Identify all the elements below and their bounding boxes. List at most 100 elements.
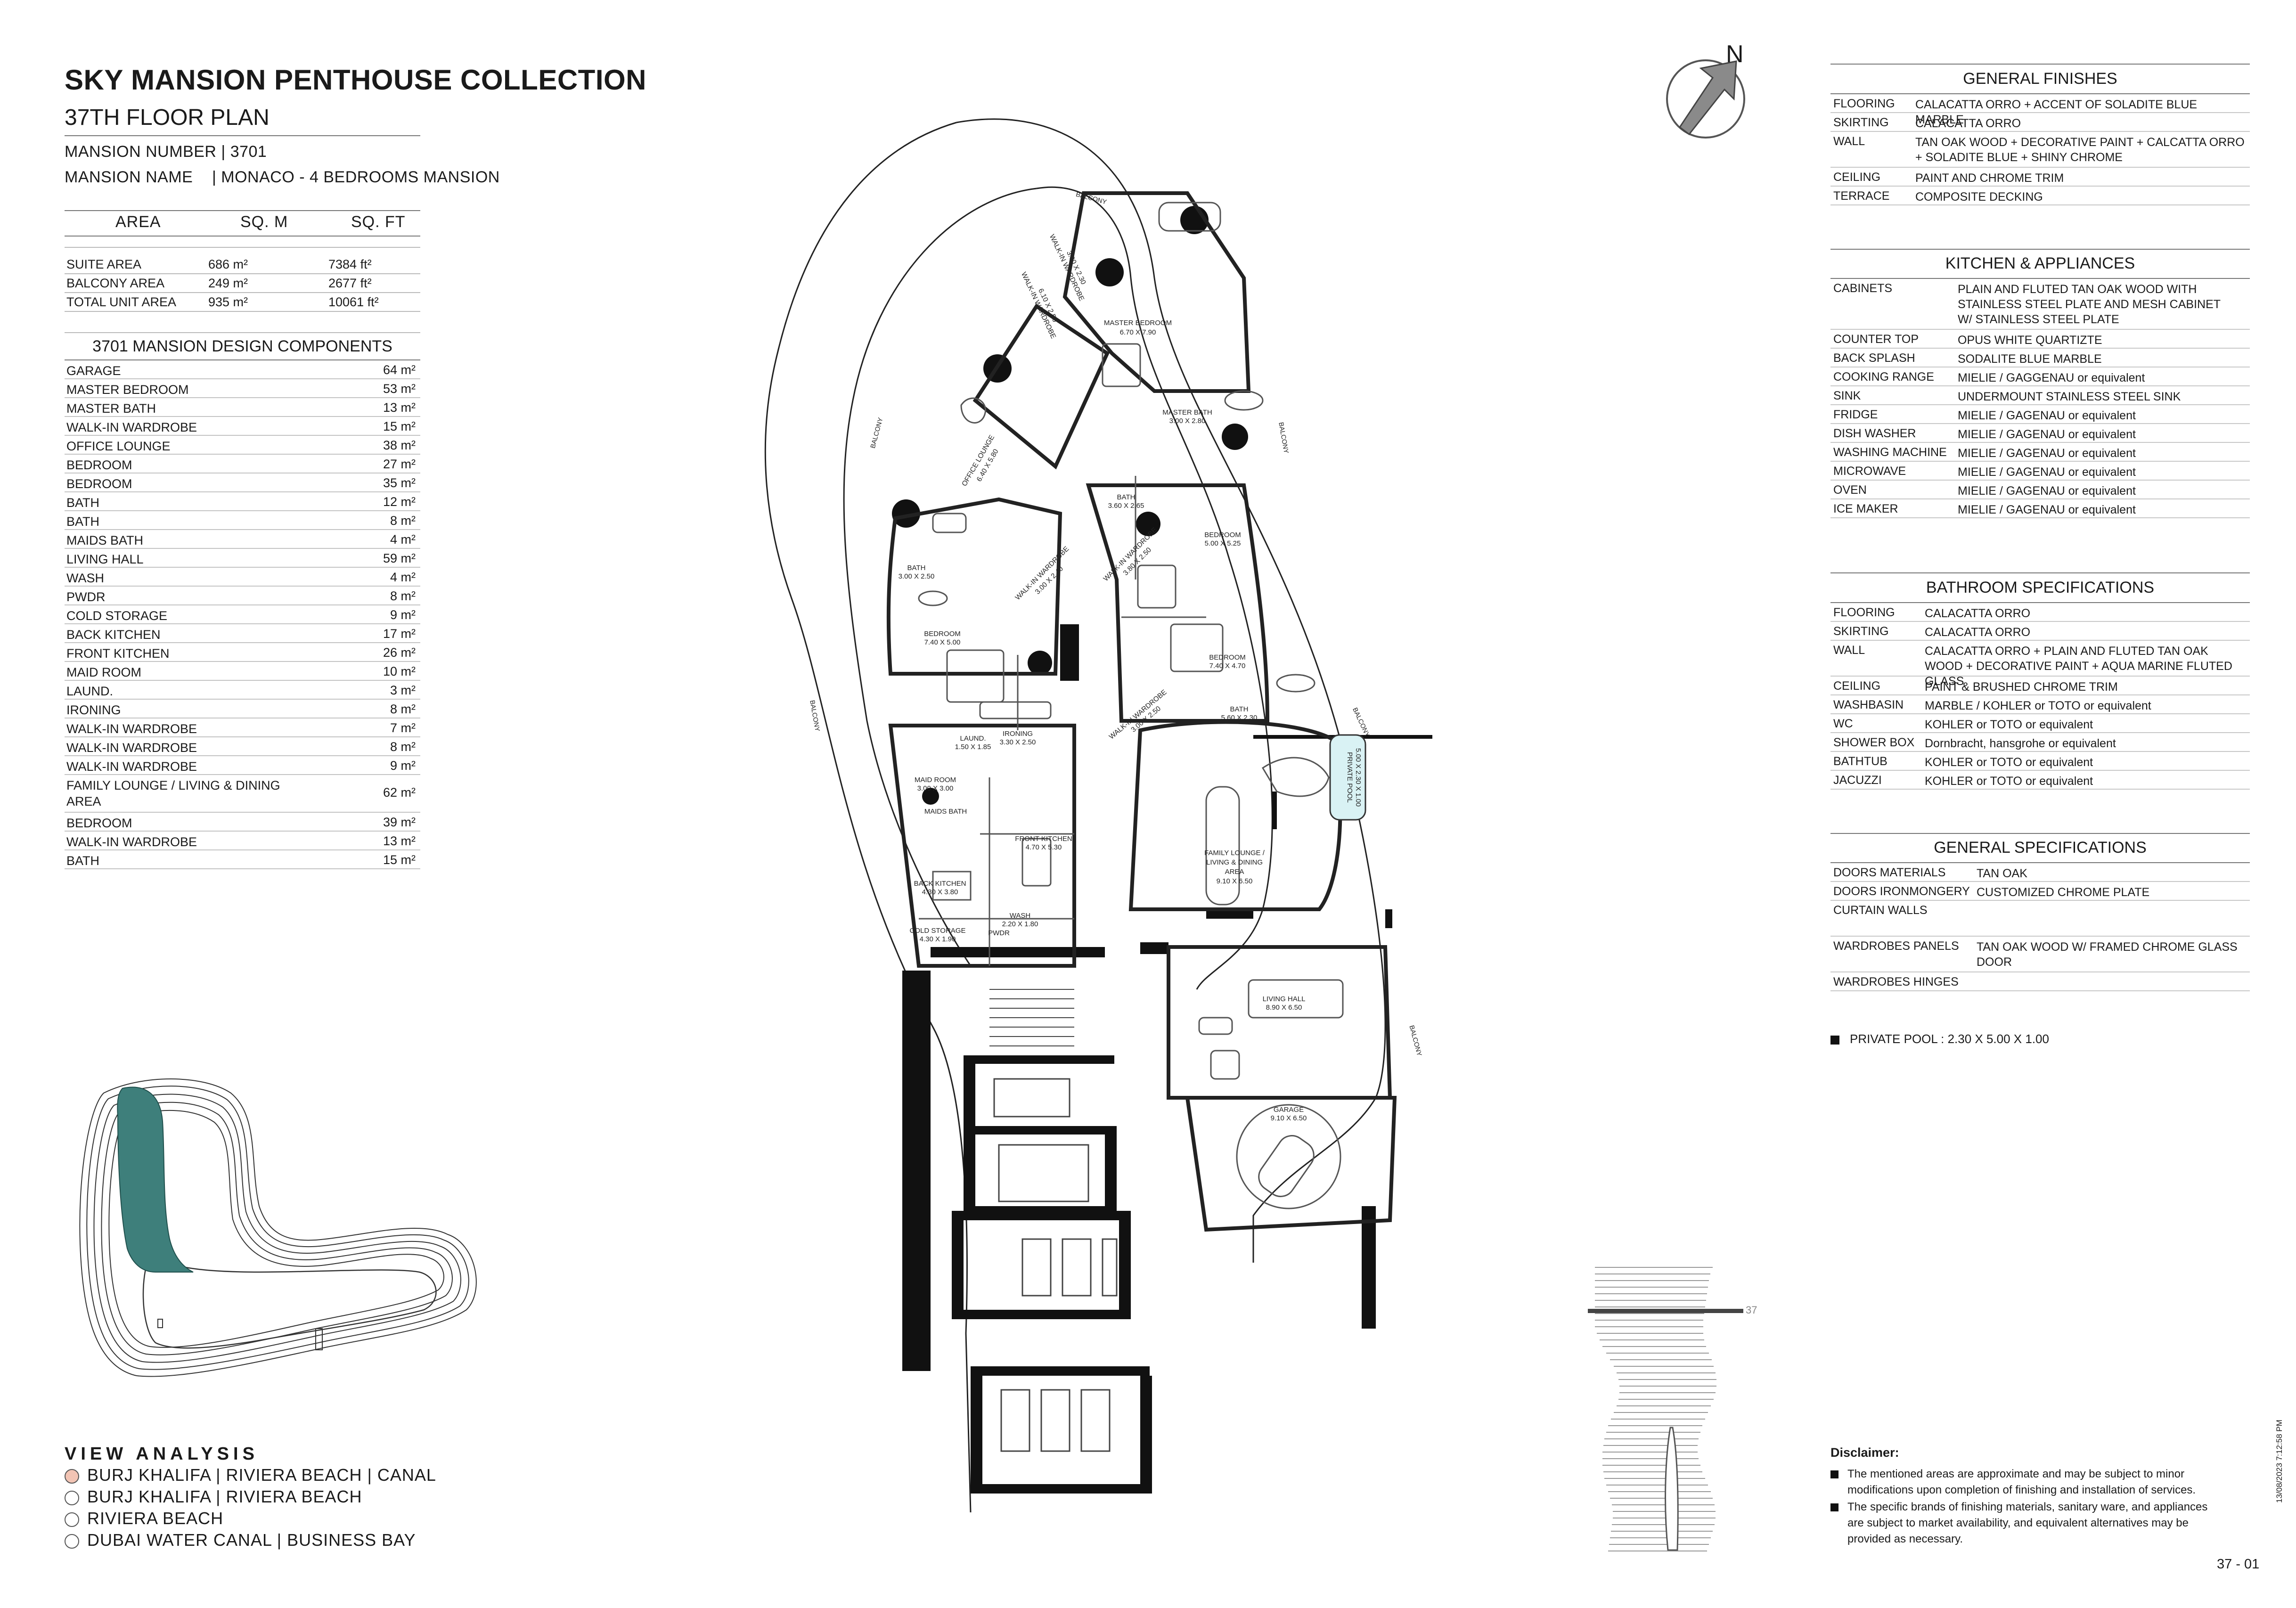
divider bbox=[65, 210, 420, 211]
radio-icon bbox=[65, 1512, 79, 1527]
divider bbox=[1830, 833, 2250, 834]
kitchen-title: KITCHEN & APPLIANCES bbox=[1945, 254, 2135, 272]
chair-icon bbox=[1158, 202, 1221, 232]
bedroom-wall bbox=[1086, 483, 1270, 723]
room-label: MASTER BATH bbox=[1162, 408, 1212, 416]
private-pool bbox=[1329, 734, 1366, 821]
area-row: BALCONY AREA 249 m² 2677 ft² bbox=[65, 273, 420, 293]
page-title: SKY MANSION PENTHOUSE COLLECTION bbox=[65, 64, 646, 96]
spec-row: WARDROBES HINGES bbox=[1830, 972, 2250, 991]
column bbox=[922, 788, 939, 805]
view-option-label: RIVIERA BEACH bbox=[87, 1509, 224, 1528]
components-title: 3701 MANSION DESIGN COMPONENTS bbox=[92, 337, 392, 355]
divider bbox=[1830, 249, 2250, 250]
armchair-icon bbox=[1198, 1017, 1233, 1035]
mansion-name-label: MANSION NAME bbox=[65, 168, 193, 186]
divider bbox=[65, 236, 420, 237]
wall bbox=[1206, 909, 1253, 919]
room-dim: 4.30 X 1.90 bbox=[920, 935, 956, 943]
sqft-header: SQ. FT bbox=[351, 213, 406, 231]
room-label: MAIDS BATH bbox=[924, 808, 967, 816]
component-row: LAUND.3 m² bbox=[65, 681, 420, 700]
room-dim: 1.50 X 1.85 bbox=[955, 743, 991, 751]
piano-icon bbox=[1210, 1050, 1240, 1080]
balcony-label: BALCONY bbox=[1408, 1024, 1423, 1057]
column bbox=[1136, 512, 1160, 536]
core-wall bbox=[952, 1220, 964, 1310]
area-header: AREA bbox=[115, 213, 161, 231]
room-label: MAID ROOM bbox=[915, 776, 956, 784]
area-row: SUITE AREA 686 m² 7384 ft² bbox=[65, 254, 420, 274]
bullet-square-icon bbox=[1830, 1035, 1839, 1045]
room-dim: 8.90 X 6.50 bbox=[1266, 1004, 1302, 1012]
room-dim: 7.40 X 5.00 bbox=[924, 638, 961, 646]
column bbox=[1028, 651, 1052, 675]
area-label: BALCONY AREA bbox=[66, 276, 165, 290]
armchair-icon bbox=[932, 513, 967, 533]
north-arrow-icon bbox=[1666, 59, 1745, 139]
disclaimer-text: The mentioned areas are approximate and … bbox=[1847, 1468, 2196, 1496]
column bbox=[1095, 258, 1124, 286]
room-label: AREA bbox=[1225, 868, 1244, 876]
divider bbox=[1830, 278, 2250, 279]
bed-icon bbox=[1102, 343, 1141, 387]
view-option-label: BURJ KHALIFA | RIVIERA BEACH | CANAL bbox=[87, 1465, 436, 1485]
page-subtitle: 37TH FLOOR PLAN bbox=[65, 105, 270, 130]
area-sqft: 7384 ft² bbox=[328, 257, 372, 271]
wall bbox=[1272, 792, 1277, 829]
wall bbox=[1362, 1206, 1376, 1329]
core-wall bbox=[931, 947, 1105, 957]
area-sqft: 2677 ft² bbox=[328, 276, 372, 290]
area-sqm: 249 m² bbox=[208, 276, 248, 290]
room-label: BEDROOM bbox=[924, 630, 961, 638]
sqm-header: SQ. M bbox=[240, 213, 288, 231]
divider bbox=[1830, 93, 2250, 94]
room-dim: 5.60 X 2.30 bbox=[1221, 714, 1258, 722]
room-label: BATH bbox=[1230, 705, 1249, 713]
view-option-label: BURJ KHALIFA | RIVIERA BEACH bbox=[87, 1487, 362, 1506]
car-icon bbox=[1258, 1135, 1315, 1197]
room-label: WALK-IN WARDROBE bbox=[1013, 545, 1070, 602]
room-label: BACK KITCHEN bbox=[914, 880, 966, 888]
view-option-label: DUBAI WATER CANAL | BUSINESS BAY bbox=[87, 1530, 416, 1550]
general-finishes-title: GENERAL FINISHES bbox=[1963, 70, 2117, 88]
core-wall bbox=[971, 1366, 1150, 1376]
core-wall bbox=[971, 1376, 982, 1484]
wardrobe-wall bbox=[972, 303, 1110, 470]
room-dim: 2.20 X 1.80 bbox=[1002, 920, 1038, 928]
wall bbox=[1385, 909, 1392, 928]
radio-icon bbox=[65, 1534, 79, 1549]
room-dim: 3.00 X 3.00 bbox=[917, 784, 954, 792]
divider bbox=[65, 135, 420, 136]
room-dim: 3.60 X 2.65 bbox=[1108, 502, 1144, 510]
room-label: COLD STORAGE bbox=[910, 927, 966, 935]
core-wall bbox=[973, 1126, 1114, 1135]
kitchen-island-icon bbox=[1021, 838, 1052, 887]
floor-marker-band bbox=[1588, 1309, 1743, 1313]
core-wall bbox=[1105, 1126, 1117, 1211]
facade-inner-left bbox=[843, 188, 1037, 966]
room-label: BATH bbox=[907, 564, 926, 572]
